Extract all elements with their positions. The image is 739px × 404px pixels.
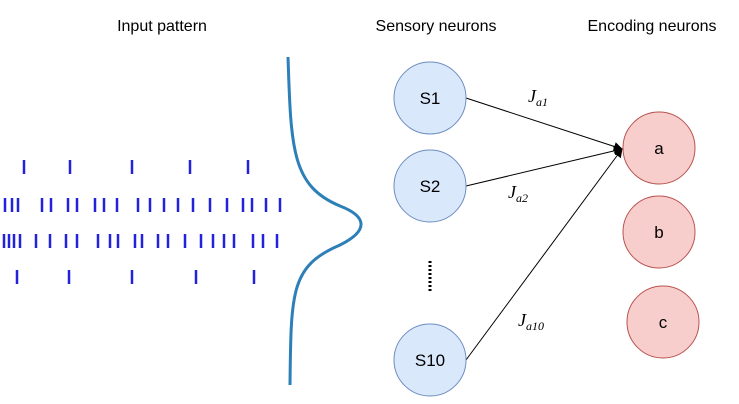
weight-subscript: a2 bbox=[516, 191, 528, 205]
weight-subscript: a1 bbox=[536, 95, 548, 109]
encoding-neuron-label: b bbox=[654, 223, 663, 242]
heading-input-pattern: Input pattern bbox=[117, 18, 207, 35]
weight-symbol: J bbox=[508, 182, 517, 202]
weight-symbol: J bbox=[518, 310, 527, 330]
weight-label-a2: Ja2 bbox=[508, 182, 528, 205]
input-spike-raster bbox=[2, 160, 282, 284]
weight-label-a10: Ja10 bbox=[518, 310, 544, 333]
encoding-neuron-label: c bbox=[659, 313, 668, 332]
sensory-neuron-s10: S10 bbox=[393, 323, 467, 397]
weight-subscript: a10 bbox=[526, 319, 544, 333]
sensory-neuron-label: S10 bbox=[415, 351, 445, 370]
encoding-neuron-a: a bbox=[622, 111, 696, 185]
sensory-neuron-s1: S1 bbox=[393, 61, 467, 135]
encoding-neuron-b: b bbox=[622, 195, 696, 269]
sensory-neuron-s2: S2 bbox=[393, 149, 467, 223]
sensory-neuron-label: S1 bbox=[420, 89, 441, 108]
heading-encoding-neurons: Encoding neurons bbox=[588, 18, 717, 35]
encoding-neuron-label: a bbox=[654, 139, 664, 158]
connection-s1-a bbox=[465, 97, 623, 151]
connection-s10-a bbox=[465, 148, 623, 361]
encoding-neuron-c: c bbox=[626, 285, 700, 359]
weight-label-a1: Ja1 bbox=[528, 86, 548, 109]
connection-s2-a bbox=[465, 146, 623, 187]
weight-symbol: J bbox=[528, 86, 537, 106]
heading-sensory-neurons: Sensory neurons bbox=[376, 18, 497, 35]
sensory-neuron-label: S2 bbox=[420, 177, 441, 196]
tuning-curve bbox=[286, 56, 363, 386]
